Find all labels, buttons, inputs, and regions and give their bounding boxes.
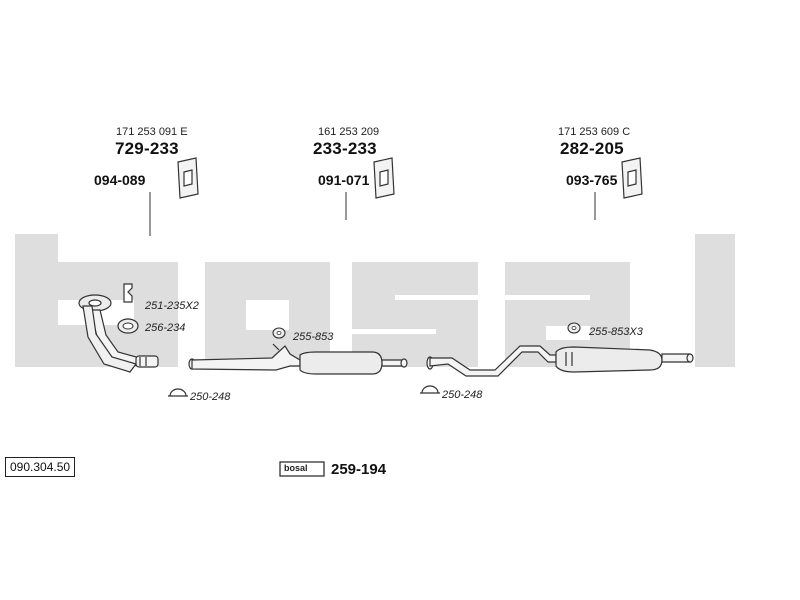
- mounting-kit-logo: bosal: [284, 463, 308, 473]
- gasket-label: 256-234: [145, 322, 186, 334]
- mounting-kit-number: 259-194: [331, 461, 387, 478]
- bosal-watermark: [15, 234, 735, 367]
- part-number-front: 729-233: [115, 139, 179, 158]
- ring-rear-label: 255-853X3: [589, 326, 643, 338]
- clamp-front-label: 250-248: [190, 391, 231, 403]
- clamp-front-graphic: [168, 388, 188, 397]
- front-pipe: [78, 294, 159, 373]
- middle-silencer: [188, 343, 408, 375]
- part-number-rear: 282-205: [560, 139, 624, 158]
- bracket-number-mid: 091-071: [318, 172, 370, 188]
- ring-mid-label: 255-853: [293, 331, 334, 343]
- catalog-number: 090.304.50: [5, 457, 76, 477]
- mounting-kit-box: [279, 461, 325, 477]
- bracket-icon-rear: [621, 157, 643, 199]
- clamp-a-label: 251-235X2: [145, 300, 199, 312]
- oe-number-front: 171 253 091 E: [116, 126, 188, 138]
- oe-number-mid: 161 253 209: [318, 126, 380, 138]
- bracket-number-rear: 093-765: [566, 172, 618, 188]
- bracket-icon-mid: [373, 157, 395, 199]
- clamp-rear-graphic: [420, 385, 440, 394]
- gasket-graphic: [117, 318, 139, 334]
- bracket-icon-front: [177, 157, 199, 199]
- clamp-rear-label: 250-248: [442, 389, 483, 401]
- part-number-mid: 233-233: [313, 139, 377, 158]
- rubber-ring-rear-graphic: [567, 322, 581, 334]
- u-clamp-graphic: [123, 283, 133, 303]
- rubber-ring-mid-graphic: [272, 327, 286, 339]
- bracket-number-front: 094-089: [94, 172, 146, 188]
- rear-silencer: [426, 345, 694, 377]
- oe-number-rear: 171 253 609 C: [558, 126, 631, 138]
